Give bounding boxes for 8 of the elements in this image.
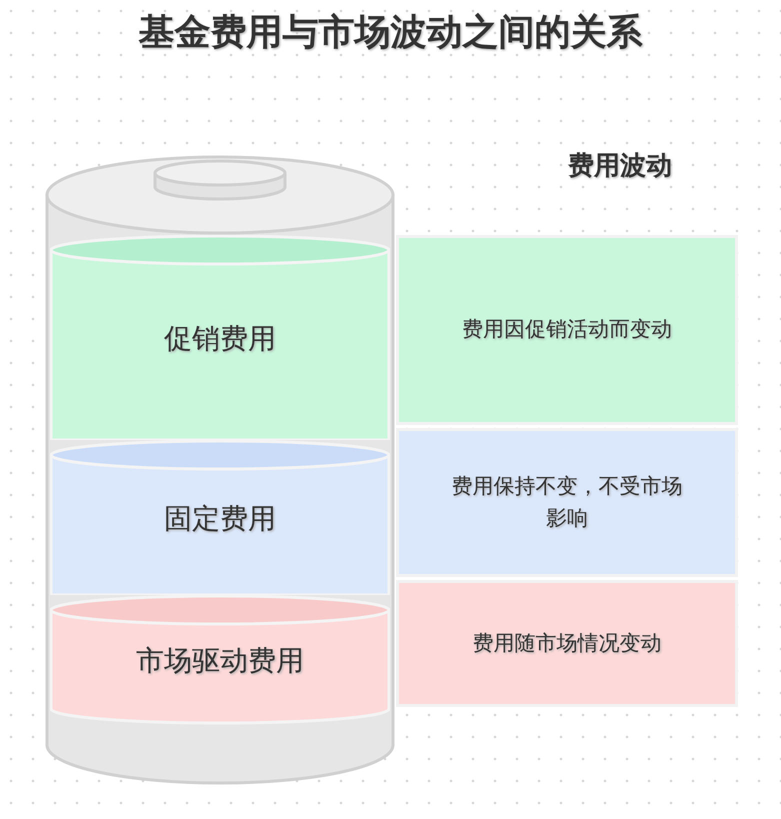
- segment-label: 固定费用: [163, 500, 277, 536]
- segment-label: 促销费用: [163, 320, 277, 356]
- segment-label: 市场驱动费用: [135, 643, 305, 679]
- title: 基金费用与市场波动之间的关系: [138, 10, 644, 55]
- column-heading: 费用波动: [566, 150, 673, 183]
- description-box: 费用随市场情况变动: [396, 580, 738, 707]
- description-box: 费用因促销活动而变动: [396, 235, 738, 425]
- description-box: 费用保持不变，不受市场影响: [396, 428, 738, 577]
